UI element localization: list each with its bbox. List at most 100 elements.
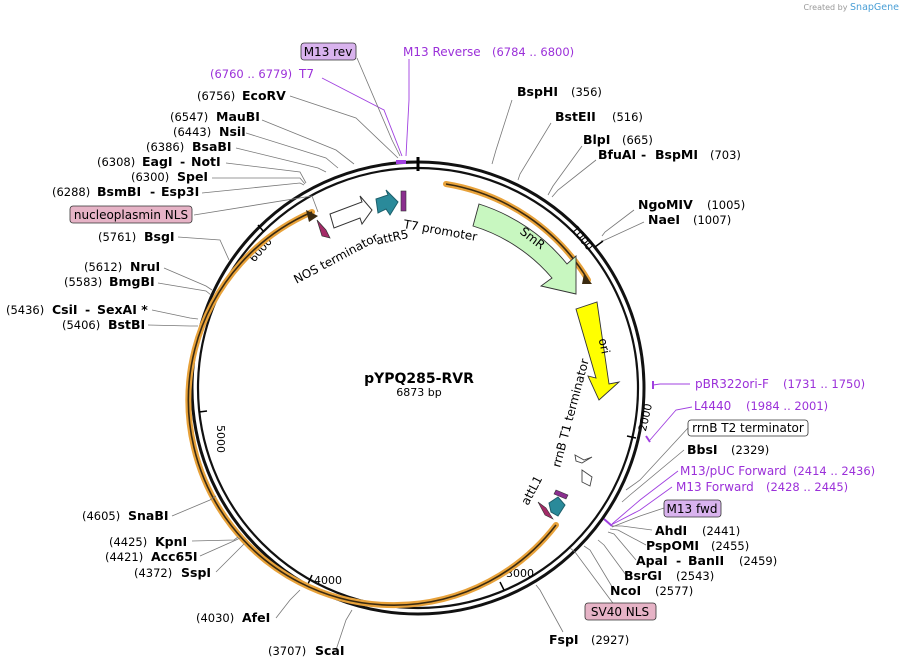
site-bsabi-pos: (6386) bbox=[146, 140, 184, 154]
orf-arc-main-core bbox=[187, 211, 557, 606]
site-bfuai[interactable]: BfuAI bbox=[598, 147, 636, 162]
primer-m13-forward[interactable]: M13 Forward bbox=[676, 480, 754, 494]
site-spei[interactable]: SpeI bbox=[177, 169, 208, 184]
site-snabi[interactable]: SnaBI bbox=[128, 508, 169, 523]
site-bsteii[interactable]: BstEII bbox=[555, 109, 596, 124]
attr5-arrow[interactable] bbox=[375, 189, 399, 216]
snapgene-logo: SnapGene bbox=[850, 2, 899, 13]
m13-rev-label: M13 rev bbox=[304, 45, 353, 59]
primer-l4440[interactable]: L4440 bbox=[694, 399, 731, 413]
site-sspi-pos: (4372) bbox=[134, 566, 172, 580]
site-bbsi-pos: (2329) bbox=[731, 443, 769, 457]
site-afei[interactable]: AfeI bbox=[242, 610, 270, 625]
site-fspi[interactable]: FspI bbox=[549, 632, 579, 647]
site-snabi-pos: (4605) bbox=[82, 509, 120, 523]
site-maubi[interactable]: MauBI bbox=[216, 109, 260, 124]
site-banii[interactable]: BanII bbox=[688, 553, 724, 568]
rrnb-t2-label: rrnB T2 terminator bbox=[692, 421, 804, 435]
attr5-label: attR5 bbox=[375, 227, 410, 248]
site-noti[interactable]: NotI bbox=[191, 154, 221, 169]
nucleoplasmin-nls-mark[interactable] bbox=[316, 219, 331, 239]
orf-top-arrowhead bbox=[582, 274, 592, 284]
rrnb-t2-box[interactable] bbox=[687, 419, 809, 437]
site-ngomiv[interactable]: NgoMIV bbox=[638, 197, 693, 212]
site-naei-pos: (1007) bbox=[693, 213, 731, 227]
site-ahdi[interactable]: AhdI bbox=[655, 523, 687, 538]
attl1-mark[interactable] bbox=[553, 489, 569, 500]
site-bsabi[interactable]: BsaBI bbox=[192, 139, 232, 154]
site-bbsi[interactable]: BbsI bbox=[687, 442, 718, 457]
smr-feature-arrow[interactable] bbox=[472, 203, 577, 295]
nos-terminator-arrow[interactable] bbox=[329, 195, 373, 229]
site-bsteii-pos: (516) bbox=[612, 110, 643, 124]
site-eagi-pos: (6308) bbox=[97, 155, 135, 169]
site-bstbi[interactable]: BstBI bbox=[108, 317, 145, 332]
plasmid-name: pYPQ285-RVR bbox=[364, 371, 474, 387]
primer-t7[interactable]: T7 bbox=[298, 67, 314, 81]
site-nsii[interactable]: NsiI bbox=[219, 124, 246, 139]
primer-m13-puc-forward[interactable]: M13/pUC Forward bbox=[680, 464, 787, 478]
nucleoplasmin-nls-label: nucleoplasmin NLS bbox=[74, 208, 188, 222]
site-bsphi-pos: (356) bbox=[571, 85, 602, 99]
site-ngomiv-pos: (1005) bbox=[707, 198, 745, 212]
site-ncoi[interactable]: NcoI bbox=[610, 583, 641, 598]
site-csii-sep: - bbox=[85, 302, 90, 317]
site-bsphi[interactable]: BspHI bbox=[517, 84, 558, 99]
site-acc65i-pos: (4421) bbox=[105, 550, 143, 564]
t7-promoter-label: T7 promoter bbox=[401, 217, 478, 244]
site-ahdi-pos: (2441) bbox=[702, 524, 740, 538]
primer-pbr322ori-f[interactable]: pBR322ori-F bbox=[695, 377, 769, 391]
site-kpni-pos: (4425) bbox=[109, 535, 147, 549]
site-apai[interactable]: ApaI bbox=[636, 553, 668, 568]
site-bsmbi[interactable]: BsmBI bbox=[97, 184, 141, 199]
nucleoplasmin-nls-box[interactable] bbox=[69, 205, 193, 224]
site-ecorv[interactable]: EcoRV bbox=[242, 88, 286, 103]
sv40-nls-box[interactable] bbox=[584, 602, 657, 621]
site-blpi[interactable]: BlpI bbox=[583, 132, 610, 147]
site-afei-pos: (4030) bbox=[196, 611, 234, 625]
site-acc65i[interactable]: Acc65I bbox=[151, 549, 198, 564]
rrnb-t2-arrow[interactable] bbox=[581, 469, 593, 487]
site-esp3i[interactable]: Esp3I bbox=[161, 184, 199, 199]
site-pspomi[interactable]: PspOMI bbox=[646, 538, 699, 553]
sv40-nls-label: SV40 NLS bbox=[591, 605, 649, 619]
site-ncoi-pos: (2577) bbox=[655, 584, 693, 598]
tick-label-1000: 1000 bbox=[568, 223, 596, 253]
site-sspi[interactable]: SspI bbox=[181, 565, 211, 580]
site-nrui-pos: (5612) bbox=[84, 260, 122, 274]
site-bmgbi[interactable]: BmgBI bbox=[109, 274, 155, 289]
site-nrui[interactable]: NruI bbox=[130, 259, 160, 274]
attl1-arrow[interactable] bbox=[548, 496, 566, 517]
site-csii-pos: (5436) bbox=[6, 303, 44, 317]
ori-feature-arrow[interactable] bbox=[575, 301, 621, 401]
site-bsgi-pos: (5761) bbox=[98, 230, 136, 244]
tick-label-5000: 5000 bbox=[214, 425, 227, 453]
site-sexai[interactable]: SexAI * bbox=[97, 302, 148, 317]
plasmid-length: 6873 bp bbox=[396, 386, 441, 399]
site-scai[interactable]: ScaI bbox=[315, 643, 345, 658]
attl1-label: attL1 bbox=[518, 473, 545, 507]
t7-promoter-mark[interactable] bbox=[400, 190, 407, 212]
credit-prefix: Created by bbox=[803, 3, 848, 12]
site-naei[interactable]: NaeI bbox=[648, 212, 680, 227]
m13-rev-box[interactable] bbox=[300, 42, 357, 61]
sv40-nls-mark[interactable] bbox=[537, 501, 554, 520]
site-fspi-pos: (2927) bbox=[591, 633, 629, 647]
site-bsgi[interactable]: BsgI bbox=[144, 229, 175, 244]
rrnb-t1-label: rrnB T1 terminator bbox=[549, 357, 591, 469]
site-ecorv-pos: (6756) bbox=[197, 89, 235, 103]
site-csii[interactable]: CsiI bbox=[52, 302, 78, 317]
rrnb-t1-arrow[interactable] bbox=[574, 454, 593, 464]
site-bsrgi[interactable]: BsrGI bbox=[624, 568, 662, 583]
site-bspmi[interactable]: BspMI bbox=[655, 147, 698, 162]
m13-fwd-box[interactable] bbox=[663, 499, 722, 518]
site-eagi[interactable]: EagI bbox=[142, 154, 173, 169]
site-kpni[interactable]: KpnI bbox=[155, 534, 187, 549]
primer-l4440-pos: (1984 .. 2001) bbox=[746, 399, 828, 413]
primer-m13-reverse[interactable]: M13 Reverse bbox=[403, 45, 481, 59]
site-eagi-sep: - bbox=[180, 154, 185, 169]
primer-m13-forward-pos: (2428 .. 2445) bbox=[766, 480, 848, 494]
site-bstbi-pos: (5406) bbox=[62, 318, 100, 332]
site-spei-pos: (6300) bbox=[131, 170, 169, 184]
site-apai-sep: - bbox=[676, 553, 681, 568]
